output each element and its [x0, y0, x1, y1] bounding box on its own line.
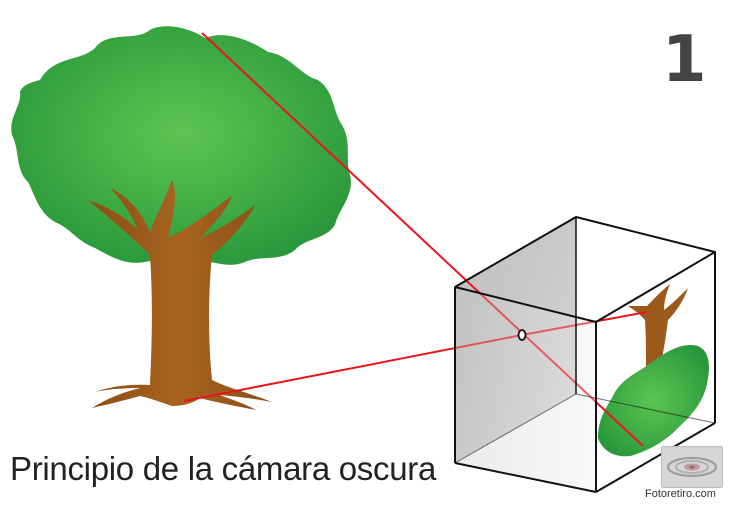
box-front-face — [455, 287, 596, 492]
watermark-logo — [661, 446, 723, 488]
diagram-caption: Principio de la cámara oscura — [10, 450, 437, 487]
tree-icon — [11, 26, 351, 410]
pinhole-icon — [517, 329, 527, 341]
watermark-text: Fotoretiro.com — [645, 488, 716, 500]
camera-lens-logo-icon — [667, 457, 717, 477]
tree-foliage — [11, 26, 351, 265]
tree-trunk — [88, 180, 272, 410]
projected-foliage — [598, 344, 709, 457]
figure-number: 1 — [662, 23, 707, 97]
box-edges — [454, 216, 716, 493]
projected-trunk — [628, 284, 688, 372]
